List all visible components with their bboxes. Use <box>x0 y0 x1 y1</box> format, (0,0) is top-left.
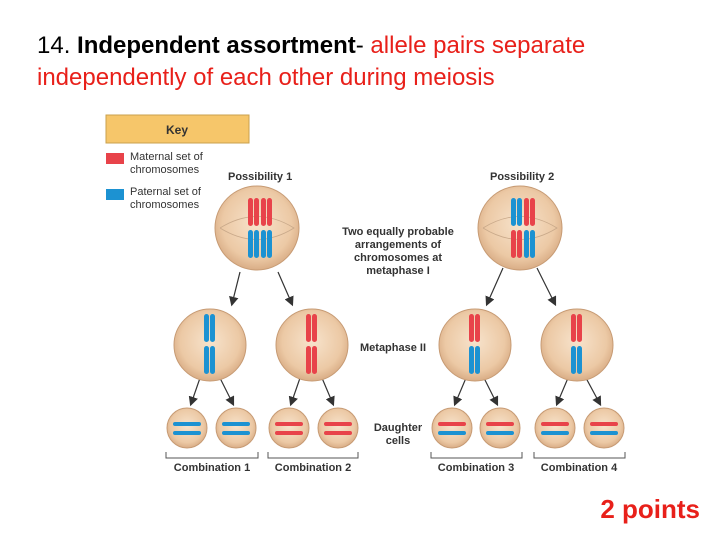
daughter-label-line1: Daughter <box>374 422 423 434</box>
daughter-cell <box>583 407 625 449</box>
combination-4-label: Combination 4 <box>541 462 618 474</box>
metaphase-ii-cell-1 <box>173 308 247 382</box>
combination-3-label: Combination 3 <box>438 462 514 474</box>
daughter-cell <box>534 407 576 449</box>
chromosome-pair <box>511 198 535 258</box>
daughter-cell <box>479 407 521 449</box>
chromosome-pair <box>248 198 272 258</box>
title-separator: - <box>355 32 364 59</box>
title-definition-line2: independently of each other during meios… <box>37 64 495 91</box>
title-definition-line1: allele pairs separate <box>363 32 586 59</box>
metaphase-i-cell-possibility-2 <box>477 185 563 271</box>
title-number: 14. <box>37 32 71 59</box>
arrangement-line3: chromosomes at <box>354 252 442 264</box>
daughter-cell <box>268 407 310 449</box>
metaphase-i-cell-possibility-1 <box>214 185 300 271</box>
metaphase-ii-cell-4 <box>540 308 614 382</box>
arrangement-line4: metaphase I <box>366 265 430 277</box>
key-maternal-line2: chromosomes <box>130 164 200 176</box>
points-label: 2 points <box>600 494 700 524</box>
key-heading: Key <box>166 123 188 137</box>
daughter-cell <box>215 407 257 449</box>
metaphase-ii-label: Metaphase II <box>360 342 426 354</box>
slide-title: 14. Independent assortment- allele pairs… <box>37 30 697 94</box>
combination-2-label: Combination 2 <box>275 462 351 474</box>
paternal-swatch <box>106 189 124 200</box>
key-paternal-line2: chromosomes <box>130 199 200 211</box>
maternal-swatch <box>106 153 124 164</box>
arrangement-line1: Two equally probable <box>342 226 454 238</box>
daughter-cell <box>431 407 473 449</box>
arrows <box>188 267 602 407</box>
combination-brackets <box>165 452 626 459</box>
daughter-cells <box>166 407 625 449</box>
daughter-label-line2: cells <box>386 435 410 447</box>
combination-1-label: Combination 1 <box>174 462 250 474</box>
arrangement-line2: arrangements of <box>355 239 442 251</box>
key-box: Key Maternal set of chromosomes Paternal… <box>105 114 250 211</box>
daughter-cell <box>166 407 208 449</box>
metaphase-ii-cell-3 <box>438 308 512 382</box>
metaphase-ii-cell-2 <box>275 308 349 382</box>
daughter-cell <box>317 407 359 449</box>
title-term: Independent assortment <box>77 32 356 59</box>
key-maternal-line1: Maternal set of <box>130 151 204 163</box>
key-paternal-line1: Paternal set of <box>130 186 202 198</box>
possibility-1-label: Possibility 1 <box>228 171 292 183</box>
possibility-2-label: Possibility 2 <box>490 171 554 183</box>
